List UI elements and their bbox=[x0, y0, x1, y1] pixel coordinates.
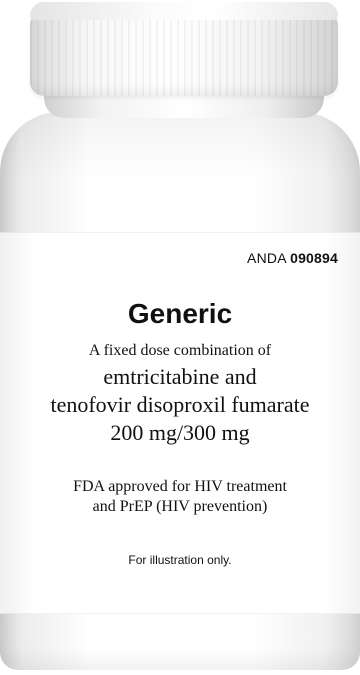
label-line-3: tenofovir disoproxil fumarate bbox=[50, 392, 310, 417]
anda-prefix: ANDA bbox=[247, 250, 286, 266]
illustration-disclaimer: For illustration only. bbox=[128, 553, 232, 567]
bottle-cap-top bbox=[30, 2, 338, 20]
anda-code: 090894 bbox=[290, 250, 338, 266]
label-line-2: emtricitabine and bbox=[103, 364, 257, 389]
anda-number: ANDA 090894 bbox=[247, 250, 338, 266]
label-title: Generic bbox=[127, 298, 233, 329]
label-line-1: A fixed dose combination of bbox=[88, 342, 272, 359]
bottle-cap bbox=[30, 6, 338, 96]
label-dosage: 200 mg/300 mg bbox=[110, 420, 250, 445]
bottle-label bbox=[0, 232, 360, 614]
bottle-shoulder-shade bbox=[0, 112, 360, 222]
fda-line-1: FDA approved for HIV treatment bbox=[73, 478, 287, 495]
bottle-neck bbox=[44, 94, 324, 118]
fda-line-2: and PrEP (HIV prevention) bbox=[92, 498, 268, 515]
